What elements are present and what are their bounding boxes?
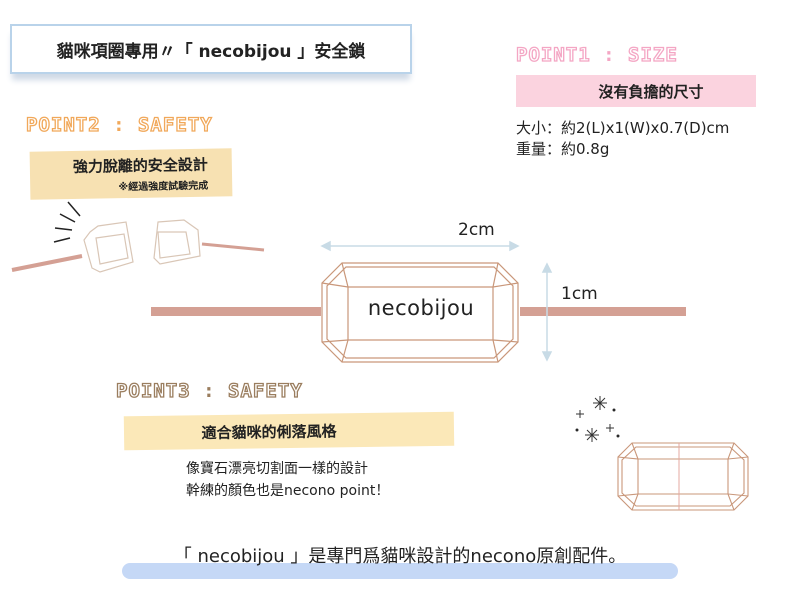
point2-topic: SAFETY xyxy=(137,113,213,136)
title: 貓咪項圈專用〃「 necobijou 」安全鎖 xyxy=(56,41,366,62)
point3-label: POINT3 xyxy=(115,379,191,402)
point1-heading: POINT1 : SIZE xyxy=(515,43,678,66)
weight-spec: 重量：約0.8g xyxy=(516,140,610,158)
point2-label: POINT2 xyxy=(25,113,101,136)
gem-brand-text: necobijou xyxy=(367,296,475,320)
height-label: 1cm xyxy=(561,284,598,304)
broken-clasp-illustration xyxy=(11,201,265,273)
footer-text: 「 necobijou 」是專門爲貓咪設計的necono原創配件。 xyxy=(173,546,627,567)
point2-heading: POINT2 : SAFETY xyxy=(25,113,213,136)
point2-sep: : xyxy=(113,114,126,136)
point1-label: POINT1 xyxy=(515,43,591,66)
title-banner: 貓咪項圈專用〃「 necobijou 」安全鎖 xyxy=(10,24,412,74)
point1-headline: 沒有負擔的尺寸 xyxy=(598,82,704,101)
point1-headline-band: 沒有負擔的尺寸 xyxy=(516,75,756,107)
point3-headline: 適合貓咪的俐落風格 xyxy=(201,421,337,442)
point3-headline-band: 適合貓咪的俐落風格 xyxy=(123,411,455,451)
footer-highlight xyxy=(122,563,678,579)
point1-topic: SIZE xyxy=(627,43,678,66)
point3-line2: 幹練的顏色也是necono point！ xyxy=(186,483,390,499)
point1-sep: : xyxy=(603,44,616,66)
main-clasp-diagram xyxy=(151,240,686,363)
point3-line1: 像寶石漂亮切割面一樣的設計 xyxy=(186,461,368,477)
gem-outline xyxy=(321,262,519,363)
width-label: 2cm xyxy=(458,220,495,240)
cord-right xyxy=(520,307,686,316)
cord-right-piece xyxy=(201,242,265,252)
dimension-arrows xyxy=(320,240,553,362)
clasp-half-left xyxy=(83,221,134,273)
clasp-half-right xyxy=(153,219,201,265)
size-spec: 大小：約2(L)x1(W)x0.7(D)cm xyxy=(516,119,730,137)
impact-lines-icon xyxy=(53,201,81,243)
point3-heading: POINT3 : SAFETY xyxy=(115,379,303,402)
cord-left xyxy=(151,307,321,316)
small-gem-illustration xyxy=(575,396,749,511)
point3-topic: SAFETY xyxy=(227,379,303,402)
cord-left-piece xyxy=(11,254,83,272)
spec-block: 大小：約2(L)x1(W)x0.7(D)cm 重量：約0.8g xyxy=(516,118,729,160)
point3-sep: : xyxy=(203,380,216,402)
point3-description: 像寶石漂亮切割面一樣的設計 幹練的顏色也是necono point！ xyxy=(186,458,389,502)
sparkle-icon xyxy=(575,396,620,442)
